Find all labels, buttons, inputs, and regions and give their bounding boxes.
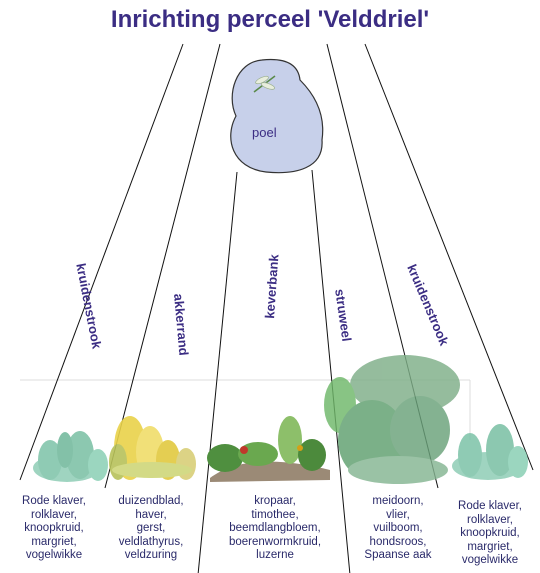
plant-item: Spaanse aak	[364, 549, 432, 561]
plant-item: kropaar,	[254, 495, 296, 507]
vegetation-kruidenstrook-left	[33, 431, 108, 482]
vegetation-keverbank	[207, 416, 330, 482]
plant-item: margriet,	[31, 535, 77, 548]
plant-item: meidoorn,	[372, 495, 424, 507]
plant-item: vogelwikke	[25, 549, 83, 561]
plant-item: margriet,	[467, 540, 513, 553]
plant-item: knoopkruid,	[460, 527, 520, 539]
plant-item: timothee,	[251, 508, 299, 521]
plant-item: rolklaver,	[466, 513, 514, 526]
plant-item: veldzuring	[124, 549, 178, 561]
pond-label: poel	[252, 125, 277, 140]
plant-item: veldlathyrus,	[118, 535, 184, 548]
vegetation-akkerrand	[109, 416, 196, 480]
vegetation-struweel	[324, 355, 460, 484]
plant-item: knoopkruid,	[24, 522, 84, 534]
plant-item: hondsroos,	[369, 535, 427, 548]
strip-line-6	[364, 43, 534, 471]
plant-item: beemdlangbloem,	[229, 522, 321, 534]
vegetation-kruidenstrook-right	[452, 424, 528, 480]
plant-item: vogelwikke	[461, 554, 519, 566]
pond-shape	[230, 58, 324, 174]
plant-item: luzerne	[256, 549, 294, 561]
plant-list-akkerrand: duizendblad, haver, gerst, veldlathyrus,…	[104, 495, 198, 563]
plant-item: boerenwormkruid,	[228, 535, 322, 548]
strip-line-4	[311, 169, 351, 573]
plant-list-keverbank: kropaar, timothee, beemdlangbloem, boere…	[200, 495, 350, 563]
plant-item: duizendblad,	[118, 495, 184, 507]
plant-item: vuilboom,	[373, 522, 423, 534]
plant-item: Rode klaver,	[458, 500, 522, 512]
strip-line-3	[197, 171, 238, 573]
plant-item: Rode klaver,	[22, 495, 86, 507]
dragonfly-icon	[253, 75, 276, 93]
page-title: Inrichting perceel 'Velddriel'	[110, 6, 430, 33]
plant-item: rolklaver,	[30, 508, 78, 521]
plant-list-struweel: meidoorn, vlier, vuilboom, hondsroos, Sp…	[350, 495, 446, 563]
plant-list-kruidenstrook-left: Rode klaver, rolklaver, knoopkruid, marg…	[2, 495, 106, 563]
plant-item: vlier,	[386, 508, 410, 521]
strip-line-1	[19, 43, 184, 481]
plant-item: haver,	[135, 508, 167, 521]
plant-item: gerst,	[136, 522, 166, 534]
strip-line-2	[104, 43, 221, 489]
plant-list-kruidenstrook-right: Rode klaver, rolklaver, knoopkruid, marg…	[440, 500, 540, 568]
